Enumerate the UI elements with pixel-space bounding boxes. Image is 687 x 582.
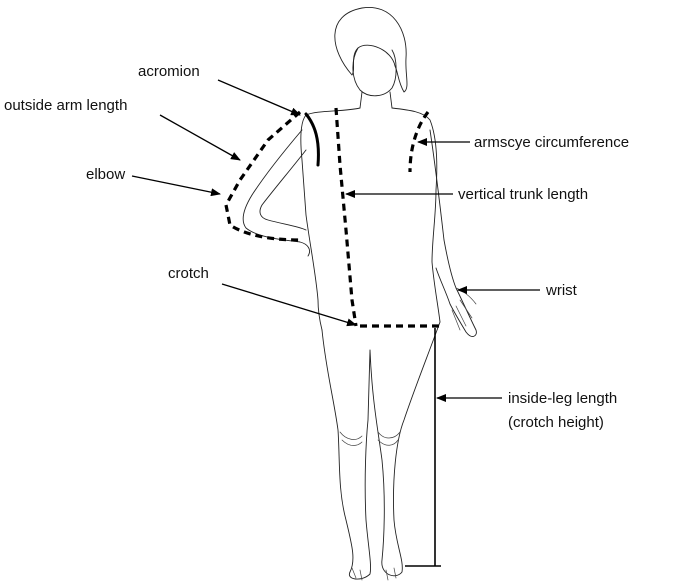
acromion-arrow — [218, 80, 300, 115]
neck-outline — [360, 92, 392, 108]
pointer-arrows — [132, 80, 540, 398]
legs-outline — [322, 322, 440, 579]
hair-outline — [335, 7, 407, 92]
label-armscye-circumference: armscye circumference — [474, 134, 629, 151]
label-outside-arm-length: outside arm length — [4, 97, 127, 114]
outside-arm-arrow — [160, 115, 240, 160]
elbow-arrow — [132, 176, 220, 194]
outside-arm-dashed-line — [226, 112, 300, 240]
vertical-trunk-dashed-line — [336, 108, 356, 326]
torso-outline — [301, 108, 440, 330]
feet-details — [352, 568, 396, 580]
label-elbow: elbow — [86, 166, 125, 183]
label-inside-leg-length: inside-leg length — [508, 390, 617, 407]
female-figure — [243, 7, 476, 580]
crotch-arrow — [222, 284, 356, 325]
acromion-solid-line — [306, 114, 318, 165]
knee-details — [340, 432, 400, 446]
label-vertical-trunk-length: vertical trunk length — [458, 186, 588, 203]
measurement-lines — [226, 108, 441, 566]
label-crotch: crotch — [168, 265, 209, 282]
labels: acromion outside arm length elbow armscy… — [4, 63, 629, 431]
bent-arm-outline — [243, 130, 309, 256]
label-crotch-height: (crotch height) — [508, 414, 604, 431]
label-wrist: wrist — [545, 282, 578, 299]
hand-outline — [452, 288, 476, 330]
label-acromion: acromion — [138, 63, 200, 80]
